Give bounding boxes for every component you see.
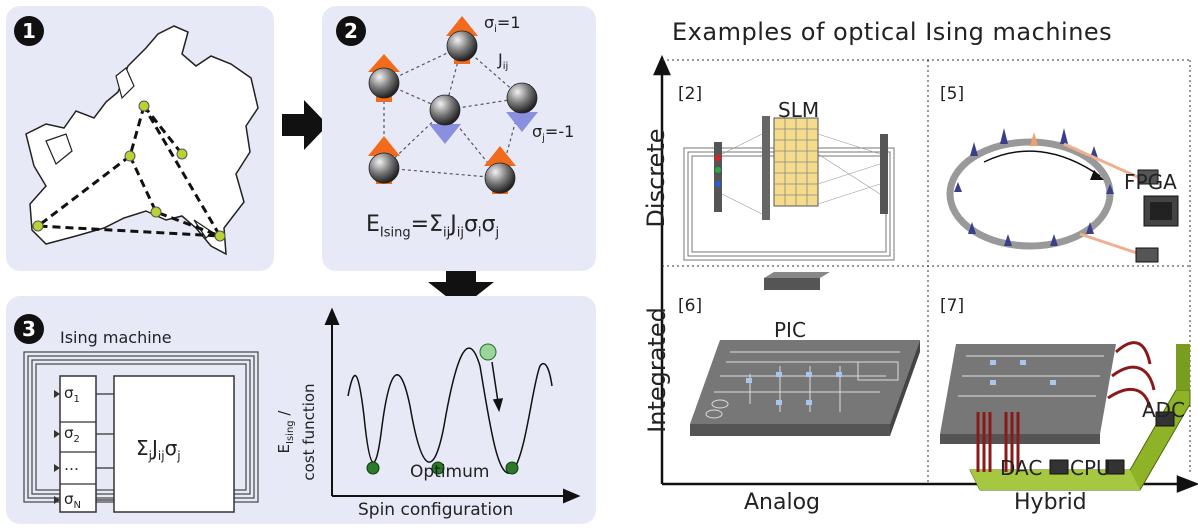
ising-energy-equation: EIsing=ΣijJijσiσj [366, 212, 500, 241]
arrow-down-icon [428, 268, 494, 308]
input-sigma-2: σ2 [64, 424, 80, 445]
panel-ising-machine [6, 296, 596, 524]
pic-chip [690, 340, 920, 436]
fpga-ring-setup [946, 128, 1179, 263]
cell-ref-6: [6] [678, 296, 703, 316]
spin-network [368, 16, 538, 194]
step-badge-3: 3 [14, 314, 44, 344]
hybrid-chip [940, 341, 1191, 491]
cell-label-slm: SLM [778, 98, 820, 122]
ising-machine-schematic [23, 351, 259, 513]
input-ellipsis: … [64, 456, 79, 474]
step-badge-2: 2 [336, 16, 366, 46]
input-sigma-n: σN [64, 490, 81, 511]
plot-x-label: Spin configuration [358, 500, 514, 520]
cell-label-fpga: FPGA [1124, 170, 1177, 194]
row-label-integrated: Integrated [643, 307, 671, 433]
machine-box-formula: ΣjJijσj [136, 436, 181, 463]
right-title: Examples of optical Ising machines [672, 18, 1113, 46]
cell-label-pic: PIC [774, 318, 806, 342]
cell-label-adc: ADC [1142, 398, 1186, 422]
col-label-hybrid: Hybrid [1014, 490, 1087, 515]
sigma-j-label: σj=-1 [532, 122, 575, 145]
arrow-right-icon [282, 100, 328, 150]
row-label-discrete: Discrete [642, 128, 670, 228]
cell-label-dac: DAC [1000, 456, 1043, 480]
plot-y-label: EIsing / cost function [275, 383, 318, 481]
sigma-i-label: σi=1 [484, 13, 521, 36]
step-badge-1: 1 [14, 16, 44, 46]
cell-label-cpu: CPU [1070, 456, 1111, 480]
europe-map-graph [25, 25, 259, 256]
col-label-analog: Analog [744, 490, 821, 515]
coupling-label: Jij [498, 50, 509, 73]
slm-setup [683, 116, 895, 290]
input-sigma-1: σ1 [64, 384, 80, 405]
optimum-label: Optimum [410, 462, 490, 482]
energy-landscape-plot [324, 307, 581, 504]
cell-ref-2: [2] [678, 84, 703, 104]
quadrant-frame [653, 54, 1198, 493]
cell-ref-7: [7] [940, 296, 965, 316]
cost-curve [347, 347, 553, 474]
cell-ref-5: [5] [940, 84, 965, 104]
ising-machine-title: Ising machine [60, 328, 172, 347]
